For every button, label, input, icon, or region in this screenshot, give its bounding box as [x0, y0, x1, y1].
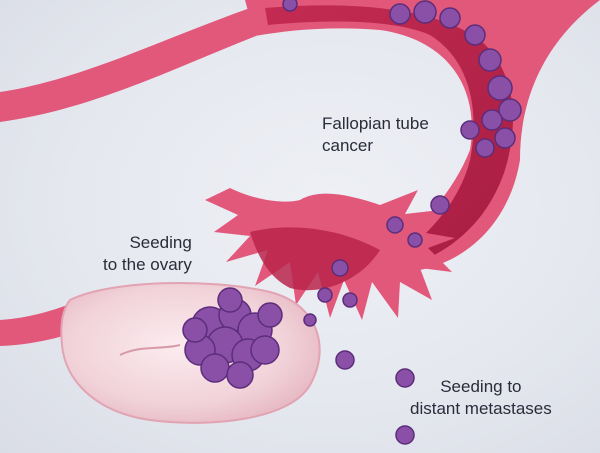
- tube-upper-body: [245, 0, 600, 270]
- fimbriae-opening: [250, 227, 380, 291]
- label-distant-line2: distant metastases: [410, 399, 552, 418]
- label-fallopian-line2: cancer: [322, 136, 374, 155]
- ovary-tumor: [182, 287, 283, 389]
- floating-cells: [303, 259, 415, 445]
- label-fallopian-line1: Fallopian tube: [322, 114, 429, 133]
- label-seeding-ovary: Seeding to the ovary: [103, 232, 192, 276]
- tube-cancer-cells: [282, 0, 522, 248]
- label-fallopian-tube-cancer: Fallopian tube cancer: [322, 113, 429, 157]
- label-ovary-line1: Seeding: [129, 233, 192, 252]
- label-seeding-distant: Seeding to distant metastases: [410, 376, 552, 420]
- tube-left-arm: [0, 8, 256, 122]
- label-distant-line1: Seeding to: [440, 377, 522, 396]
- label-ovary-line2: to the ovary: [103, 255, 192, 274]
- ovary-crease: [119, 344, 181, 356]
